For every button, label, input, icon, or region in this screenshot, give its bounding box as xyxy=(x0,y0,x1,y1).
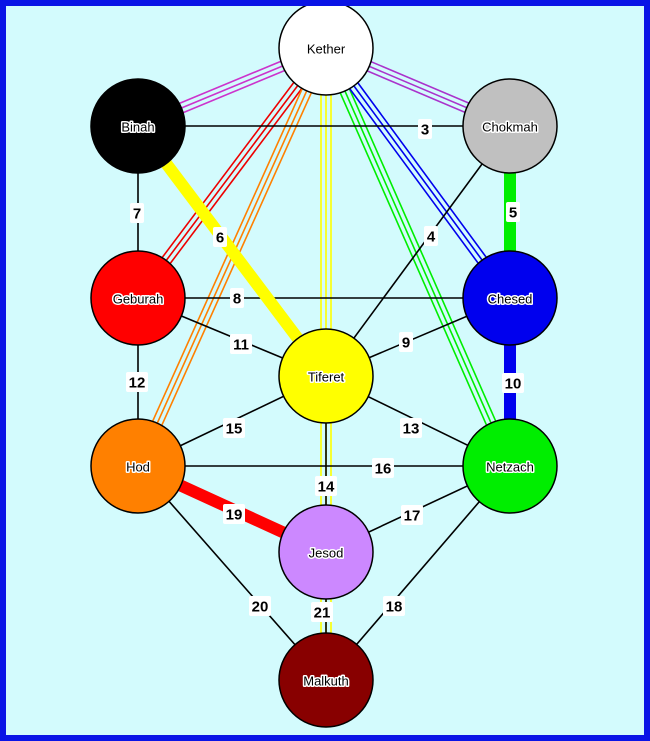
sephirah-chokmah-label: Chokmah xyxy=(482,120,538,135)
path-13-label: 13 xyxy=(403,421,420,438)
path-12-label-bg xyxy=(126,372,148,392)
sephirah-binah-circle xyxy=(90,78,186,174)
path-13-label-bg xyxy=(400,418,422,438)
ray-kether-hod-2 xyxy=(132,45,323,465)
sephirah-geburah-label: Geburah xyxy=(113,292,164,307)
ray-kether-chesed-0 xyxy=(329,44,515,296)
path-17-label: 17 xyxy=(404,508,421,525)
path-20-label: 20 xyxy=(252,599,269,616)
path-21-label-bg xyxy=(311,602,333,622)
ray-kether-netzach-1 xyxy=(325,47,511,467)
path-15-label: 15 xyxy=(226,421,243,438)
ray-kether-chesed-2 xyxy=(321,50,507,302)
sephirah-kether: Kether xyxy=(278,6,374,96)
ray-kether-geburah-2 xyxy=(133,44,323,296)
path-11-label: 11 xyxy=(233,337,249,354)
path-19-label-bg xyxy=(223,504,245,524)
sephirah-kether-label: Kether xyxy=(307,42,346,57)
path-21-label: 21 xyxy=(314,605,331,622)
sephirah-hod: Hod xyxy=(90,418,186,514)
path-8-label: 8 xyxy=(233,291,241,308)
path-11-label-bg xyxy=(230,334,252,354)
path-15-label-bg xyxy=(223,418,245,438)
path-9-label-bg xyxy=(399,332,413,352)
sephirah-jesod-label: Jesod xyxy=(309,546,344,561)
path-8-label-bg xyxy=(230,288,244,308)
path-9-label: 9 xyxy=(402,335,410,352)
sephirah-jesod: Jesod xyxy=(278,504,374,600)
sephirah-netzach-circle xyxy=(462,418,558,514)
path-5-label-bg xyxy=(506,202,520,222)
sephirah-tiferet: Tiferet xyxy=(278,328,374,424)
path-4-label-bg xyxy=(424,226,438,246)
sephirah-geburah: Geburah xyxy=(90,250,186,346)
sephirah-netzach: Netzach xyxy=(462,418,558,514)
path-16-label: 16 xyxy=(375,461,392,478)
sephirah-chokmah: Chokmah xyxy=(462,78,558,174)
ray-kether-geburah-0 xyxy=(141,50,331,302)
sephirah-kether-circle xyxy=(278,6,374,96)
sephirah-geburah-circle xyxy=(90,250,186,346)
path-10-label: 10 xyxy=(505,376,522,393)
sephirah-chesed: Chesed xyxy=(462,250,558,346)
sephirah-netzach-label: Netzach xyxy=(486,460,534,475)
sephirah-malkuth: Malkuth xyxy=(278,632,374,728)
sephirah-jesod-circle xyxy=(278,504,374,600)
sephirah-chokmah-circle xyxy=(462,78,558,174)
ray-kether-netzach-0 xyxy=(329,45,516,465)
path-5-label: 5 xyxy=(509,205,517,222)
path-12-label: 12 xyxy=(129,375,146,392)
sephirah-hod-circle xyxy=(90,418,186,514)
path-4-connector xyxy=(325,125,511,377)
ray-kether-geburah-1 xyxy=(137,47,327,299)
sephirah-binah-label: Binah xyxy=(121,120,154,135)
path-19-label: 19 xyxy=(226,507,243,524)
tree-of-life-diagram: 3 4 5 6 7 8 9 10 11 12 13 14 15 16 17 18 19 20 21 KetherCh… xyxy=(90,6,558,728)
path-17-label-bg xyxy=(401,505,423,525)
path-7-label-bg xyxy=(130,203,144,223)
path-4-label: 4 xyxy=(427,229,436,246)
sephirah-chesed-circle xyxy=(462,250,558,346)
path-10-label-bg xyxy=(502,373,524,393)
sephirah-chesed-label: Chesed xyxy=(488,292,533,307)
path-6-label: 6 xyxy=(216,230,224,247)
path-labels-layer: 3 4 5 6 7 8 9 10 11 12 13 14 15 16 17 18 19 20 21 xyxy=(126,119,524,622)
path-14-label-bg xyxy=(315,476,337,496)
path-14-label: 14 xyxy=(318,479,335,496)
sephirah-malkuth-circle xyxy=(278,632,374,728)
ray-kether-netzach-2 xyxy=(320,49,507,469)
sephirah-hod-label: Hod xyxy=(126,460,150,475)
path-6-label-bg xyxy=(213,227,227,247)
sephirah-binah: Binah xyxy=(90,78,186,174)
path-7-label: 7 xyxy=(133,206,141,223)
path-16-label-bg xyxy=(372,458,394,478)
path-6-connector xyxy=(153,147,311,355)
path-18-label-bg xyxy=(383,596,405,616)
sephirah-malkuth-label: Malkuth xyxy=(303,674,349,689)
path-18-label: 18 xyxy=(386,599,403,616)
path-20-label-bg xyxy=(249,596,271,616)
sephirah-tiferet-circle xyxy=(278,328,374,424)
sephirah-tiferet-label: Tiferet xyxy=(308,370,345,385)
ray-kether-chesed-1 xyxy=(325,47,511,299)
path-3-label-bg xyxy=(418,119,432,139)
path-3-label: 3 xyxy=(421,122,429,139)
